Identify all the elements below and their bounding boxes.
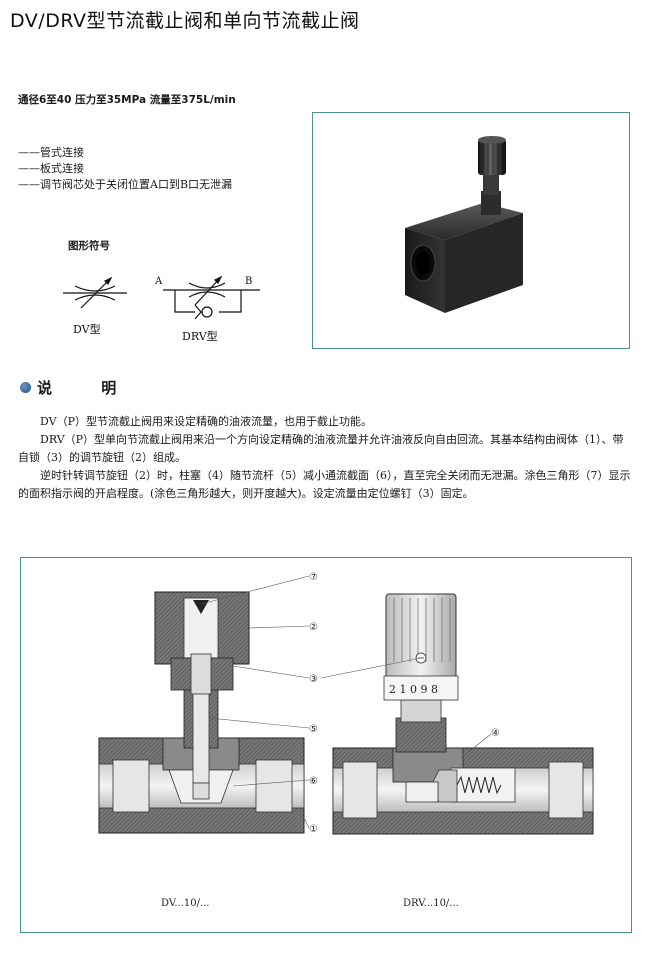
description-paragraph: 逆时针转调节旋钮（2）时，柱塞（4）随节流杆（5）减小通流截面（6），直至完全关…: [18, 469, 631, 500]
sectional-diagram-frame: 2 1 0 9 8 ⑦ ② ③ ⑤ ⑥ ① ④ DV...10/... DRV.…: [20, 557, 632, 933]
callout-4: ④: [491, 728, 500, 739]
valve-product-image: [405, 136, 523, 313]
feature-item: ——调节阀芯处于关闭位置A口到B口无泄漏: [18, 178, 233, 191]
page-title: DV/DRV型节流截止阀和单向节流截止阀: [10, 10, 360, 32]
dv-caption: DV...10/...: [161, 898, 209, 909]
callout-7: ⑦: [309, 572, 318, 583]
sectional-diagram: 2 1 0 9 8 ⑦ ② ③ ⑤ ⑥ ① ④ DV...10/... DRV.…: [98, 572, 594, 909]
callout-leaders: [200, 575, 492, 829]
feature-item: ——板式连接: [18, 162, 84, 175]
callout-5: ⑤: [309, 724, 318, 735]
drv-caption: DRV...10/...: [403, 898, 459, 909]
drv-label: DRV型: [182, 329, 218, 343]
port-a-label: A: [154, 276, 163, 287]
description-paragraph: DRV（P）型单向节流截止阀用来沿一个方向设定精确的油液流量并允许油液反向自由回…: [18, 433, 624, 464]
product-photo: [312, 112, 630, 349]
callout-2: ②: [309, 622, 318, 633]
description-text: DV（P）型节流截止阀用来设定精确的油液流量，也用于截止功能。 DRV（P）型单…: [18, 413, 632, 503]
description-paragraph: DV（P）型节流截止阀用来设定精确的油液流量，也用于截止功能。: [40, 415, 372, 428]
dv-symbol: [63, 276, 127, 309]
dv-section-drawing: [98, 591, 305, 834]
spec-line: 通径6至40 压力至35MPa 流量至375L/min: [18, 94, 236, 106]
dv-label: DV型: [73, 322, 101, 336]
bullet-icon: [20, 382, 31, 393]
drv-section-drawing: 2 1 0 9 8: [332, 593, 594, 835]
section-heading-text: 说 明: [37, 379, 139, 397]
callout-6: ⑥: [309, 776, 318, 787]
callout-3: ③: [309, 674, 318, 685]
port-b-label: B: [245, 276, 252, 287]
symbols-heading: 图形符号: [68, 240, 110, 252]
feature-item: ——管式连接: [18, 146, 84, 159]
callout-1: ①: [309, 824, 318, 835]
feature-list: ——管式连接 ——板式连接 ——调节阀芯处于关闭位置A口到B口无泄漏: [18, 145, 232, 193]
section-heading: 说 明: [20, 377, 138, 398]
graphic-symbols: DV型 A B DRV型: [63, 275, 260, 343]
dial-scale: 2 1 0 9 8: [389, 683, 438, 696]
drv-symbol: [163, 275, 260, 320]
